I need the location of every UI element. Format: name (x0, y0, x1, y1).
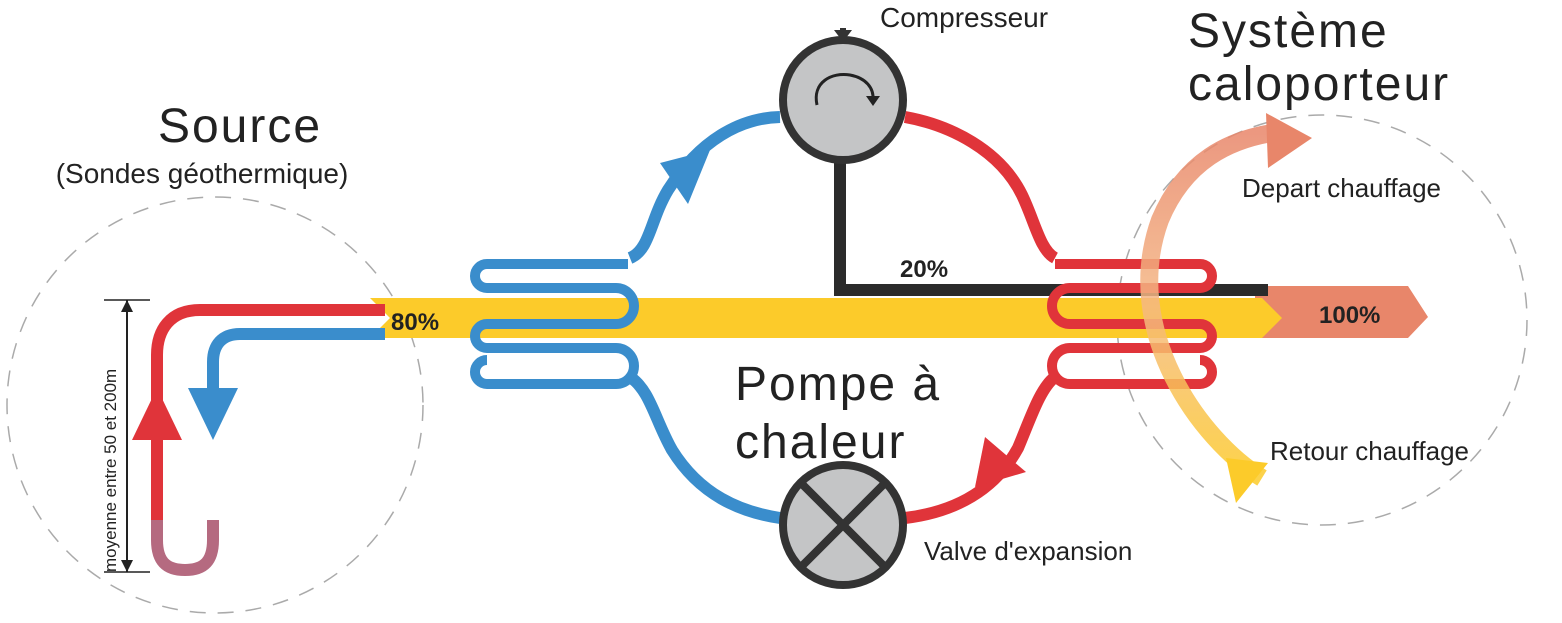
refrigerant-cold-upper (627, 111, 781, 264)
heating-circuit-arc (1140, 124, 1274, 486)
refrigerant-flow-arrow-down (975, 437, 1026, 487)
refrigerant-hot-upper (903, 111, 1059, 264)
depart-label: Depart chauffage (1242, 173, 1441, 203)
depth-arrow-bottom (121, 560, 133, 572)
pump-title-line2: chaleur (735, 416, 906, 469)
system-title-line2: caloporteur (1188, 58, 1450, 111)
retour-label: Retour chauffage (1270, 436, 1469, 466)
source-zone-circle (6, 196, 424, 614)
pump-title-line1: Pompe à (735, 358, 941, 411)
system-zone-circle (1116, 114, 1528, 526)
compressor-label: Compresseur (880, 2, 1048, 33)
output-percent: 100% (1319, 302, 1380, 329)
output-energy-arrow (1255, 286, 1428, 338)
compressor-inlet-arrow (834, 30, 852, 42)
ground-flow-arrow-up (132, 388, 182, 440)
rotation-arrowhead (866, 96, 880, 106)
depth-arrow-top (121, 300, 133, 312)
ground-flow-arrow-down (188, 388, 238, 440)
depart-arrow (1266, 113, 1312, 168)
source-title: Source (158, 100, 322, 153)
compressor-percent: 20% (900, 256, 948, 283)
refrigerant-cold-lower (626, 371, 781, 524)
condenser-coil (1047, 259, 1217, 389)
retour-arrow (1226, 458, 1268, 503)
ground-loop-blue-pipe (207, 328, 385, 420)
evaporator-coil (470, 259, 639, 389)
source-subtitle: (Sondes géothermique) (56, 158, 349, 189)
ground-loop-red-pipe (151, 304, 385, 540)
ground-loop-bottom (151, 520, 219, 577)
system-title-line1: Système (1188, 5, 1389, 58)
valve-label: Valve d'expansion (924, 536, 1132, 566)
refrigerant-hot-lower (904, 372, 1059, 524)
rotation-arrow-icon (814, 72, 875, 106)
compressor (779, 36, 907, 164)
refrigerant-flow-arrow-up (660, 150, 710, 204)
depth-label: moyenne entre 50 et 200m (101, 369, 120, 572)
source-percent: 80% (391, 309, 439, 336)
valve-cross-b (798, 480, 888, 570)
